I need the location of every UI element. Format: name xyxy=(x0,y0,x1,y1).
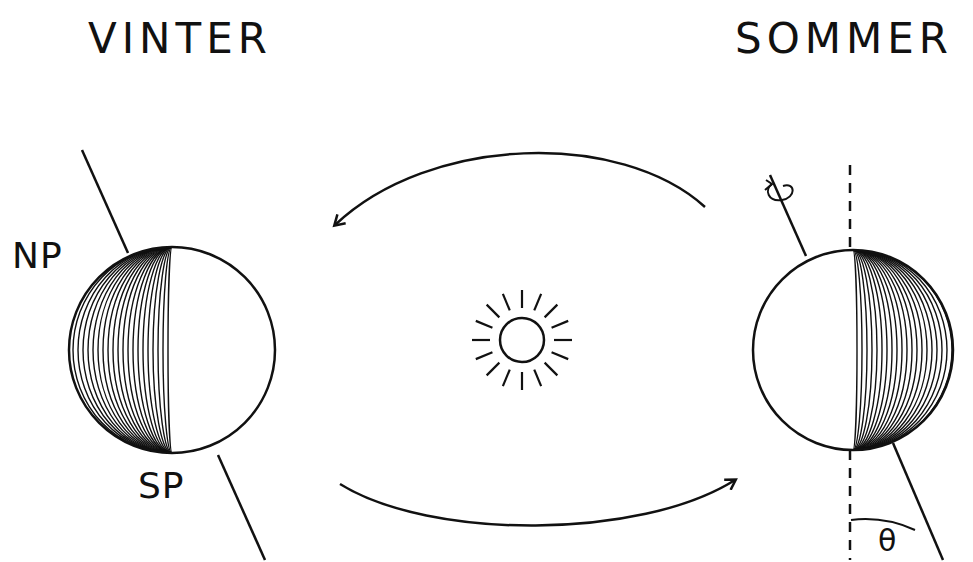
angle-label: θ xyxy=(878,526,896,556)
hatch-line xyxy=(853,250,857,450)
hatch-line xyxy=(853,250,922,450)
rotation-symbol xyxy=(765,180,772,190)
sun-ray xyxy=(552,352,569,359)
pole-label: SP xyxy=(138,468,185,504)
hatch-line xyxy=(103,247,172,453)
season-heading: SOMMER xyxy=(735,18,953,60)
hatch-line xyxy=(853,250,947,450)
sun-ray xyxy=(534,294,541,311)
hatch-line xyxy=(853,250,917,450)
hatch-line xyxy=(853,250,872,450)
vertical-line xyxy=(849,165,852,250)
sun-ray xyxy=(476,352,493,359)
sun-ray xyxy=(521,372,523,390)
sun-ray xyxy=(545,363,558,376)
hatch-line xyxy=(853,250,867,450)
axis-line xyxy=(893,443,943,560)
pole-label: NP xyxy=(12,238,63,274)
sun-ray xyxy=(487,363,500,376)
sun-ray xyxy=(476,321,493,328)
axis-line xyxy=(770,175,806,256)
hatch-line xyxy=(133,247,172,453)
night-side xyxy=(68,247,172,453)
vertical-line xyxy=(849,450,852,560)
sun-ray xyxy=(503,294,510,311)
hatch-line xyxy=(138,247,172,453)
orbit-arrow xyxy=(335,153,705,225)
hatch-line xyxy=(853,250,897,450)
sun xyxy=(500,318,544,362)
axis-line xyxy=(218,455,265,560)
hatch-line xyxy=(113,247,172,453)
hatch-line xyxy=(168,247,172,453)
hatch-line xyxy=(83,247,172,453)
earth-circle xyxy=(69,247,275,453)
axis-line xyxy=(82,150,128,253)
sun-ray xyxy=(552,321,569,328)
night-side xyxy=(853,250,952,450)
hatch-line xyxy=(68,247,172,453)
rotation-symbol xyxy=(768,184,793,200)
hatch-line xyxy=(78,247,172,453)
hatch-line xyxy=(153,247,172,453)
sun-ray xyxy=(554,339,572,341)
earth-circle xyxy=(753,250,953,450)
sun-ray xyxy=(521,290,523,308)
hatch-line xyxy=(853,250,942,450)
orbit-arrow xyxy=(340,480,735,526)
hatch-line xyxy=(108,247,172,453)
sun-ray xyxy=(472,339,490,341)
sun-ray xyxy=(545,305,558,318)
sun-ray xyxy=(487,305,500,318)
hatch-line xyxy=(853,250,892,450)
hatch-line xyxy=(853,250,862,450)
hatch-line xyxy=(158,247,172,453)
season-heading: VINTER xyxy=(88,18,272,60)
hatch-line xyxy=(163,247,172,453)
hatch-line xyxy=(853,250,952,450)
sun-rays xyxy=(472,290,572,390)
hatch-line xyxy=(853,250,887,450)
hatch-line xyxy=(73,247,172,453)
hatch-line xyxy=(853,250,912,450)
sun-ray xyxy=(503,370,510,387)
hatch-line xyxy=(128,247,172,453)
sun-ray xyxy=(534,370,541,387)
